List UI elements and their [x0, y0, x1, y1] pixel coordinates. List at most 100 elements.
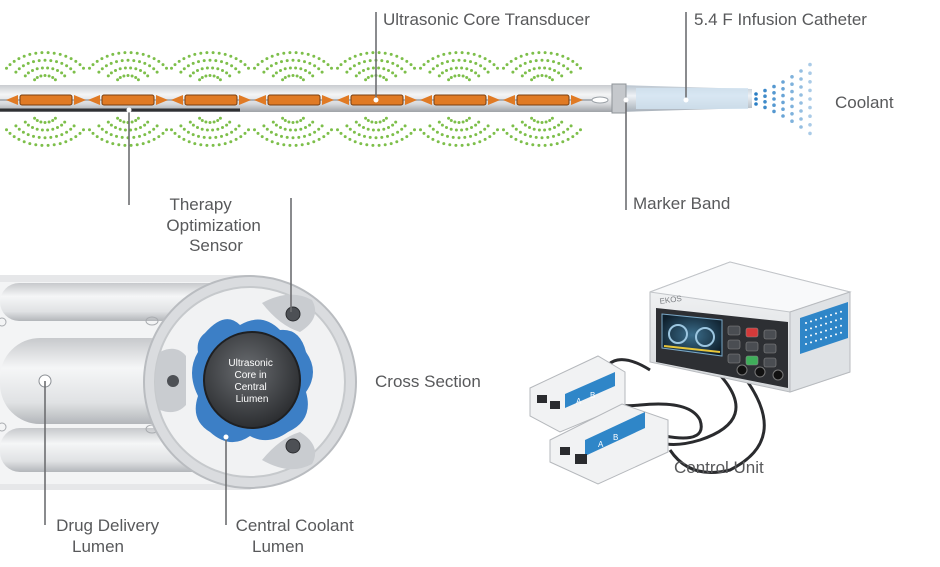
screen-bar [663, 345, 721, 353]
module-jack [550, 401, 560, 409]
ultrasound-waves [5, 51, 582, 147]
ultrasound-wave-icon [88, 116, 168, 147]
lower-side-lumen-port [285, 438, 301, 454]
connector-port [736, 364, 748, 376]
module-label-a: A [576, 397, 582, 406]
sensor-label-line: Therapy [169, 195, 232, 214]
core-label-line: Ultrasonic [228, 358, 272, 369]
panel-button [727, 325, 741, 336]
cross-section-label: Cross Section [375, 372, 481, 391]
panel-button [763, 329, 777, 340]
catheter-pointer [683, 97, 689, 103]
catheter-label: 5.4 F Infusion Catheter [694, 10, 867, 29]
vent-panel [800, 302, 848, 354]
ultrasound-wave-icon [502, 116, 582, 147]
screen-gauge [668, 324, 688, 344]
panel-button [727, 339, 741, 350]
transducer-arrow [322, 95, 334, 105]
coolant-channel [636, 88, 748, 109]
core-label-line: Core in [234, 370, 266, 381]
ultrasound-wave-icon [170, 51, 250, 82]
coolant-spray-icon [754, 62, 812, 136]
transducer-arrow [488, 95, 500, 105]
sensor-label: Therapy Optimization Sensor [166, 195, 265, 255]
sensor-pointer [126, 107, 132, 113]
core-label: Ultrasonic Core in Central Liumen [228, 358, 275, 405]
ultrasonic-core [203, 331, 301, 429]
ultrasound-wave-icon [88, 51, 168, 82]
connector-module: A B [529, 355, 626, 433]
marker-band-label: Marker Band [633, 194, 730, 213]
transducer-segment [19, 94, 73, 106]
module-label-b: B [613, 433, 618, 442]
transducer-pointer [373, 97, 379, 103]
sensor-lumen-port [285, 306, 301, 322]
transducer-arrow [254, 95, 266, 105]
module-panel [565, 372, 615, 408]
transducer-segment [267, 94, 321, 106]
cross-section-view: Ultrasonic Core in Central Liumen [0, 198, 357, 525]
module-jack [575, 454, 587, 464]
ultrasound-wave-icon [502, 51, 582, 82]
ultrasound-wave-icon [419, 51, 499, 82]
transducer-arrow [420, 95, 432, 105]
transducer-arrow [503, 95, 515, 105]
control-unit: EKOS A B A B [529, 261, 852, 485]
transducer-arrow [156, 95, 168, 105]
module-jack [537, 395, 547, 403]
transducer-segment [101, 94, 155, 106]
marker-band-pointer [623, 97, 629, 103]
surface-hole [0, 422, 7, 432]
transducer-label: Ultrasonic Core Transducer [383, 10, 590, 29]
ultrasound-wave-icon [336, 116, 416, 147]
panel-button [763, 343, 777, 354]
sensor-label-line: Sensor [189, 236, 243, 255]
drug-delivery-label-line: Lumen [72, 537, 124, 556]
panel-button [763, 357, 777, 368]
transducer-arrow [88, 95, 100, 105]
ultrasound-wave-icon [253, 51, 333, 82]
surface-hole [0, 317, 7, 327]
connector-port [754, 366, 766, 378]
central-coolant-label-line: Central Coolant [236, 516, 354, 535]
brand-logo: EKOS [659, 294, 682, 306]
transducer-segment [433, 94, 487, 106]
connector-module: A B [549, 403, 669, 485]
side-lumen-port [167, 375, 179, 387]
transducer-arrow [6, 95, 18, 105]
infusion-catheter [0, 83, 752, 114]
ultrasound-wave-icon [5, 51, 85, 82]
ultrasound-wave-icon [253, 116, 333, 147]
module-panel [585, 412, 645, 456]
ultrasound-wave-icon [5, 116, 85, 147]
ultrasound-wave-icon [419, 116, 499, 147]
transducer-arrow [171, 95, 183, 105]
transducer-arrow [337, 95, 349, 105]
panel-button [727, 353, 741, 364]
surface-hole [145, 316, 159, 326]
panel-button [745, 327, 759, 338]
drug-delivery-label-line: Drug Delivery [56, 516, 159, 535]
ultrasound-wave-icon [170, 116, 250, 147]
drug-delivery-label: Drug Delivery Lumen [56, 516, 164, 556]
module-label-a: A [598, 440, 604, 449]
coolant-label: Coolant [835, 93, 894, 112]
central-coolant-label: Central Coolant Lumen [236, 516, 359, 556]
transducer-arrow [74, 95, 86, 105]
transducer-elements [6, 94, 583, 106]
module-jack [560, 447, 570, 455]
transducer-segment [516, 94, 570, 106]
drug-delivery-lumen [0, 338, 190, 424]
ultrasound-wave-icon [336, 51, 416, 82]
module-label-b: B [590, 391, 595, 400]
transducer-arrow [571, 95, 583, 105]
cable [668, 377, 766, 474]
panel-button [745, 341, 759, 352]
screen-gauge [695, 327, 715, 347]
marker-band [611, 83, 627, 114]
transducer-arrow [239, 95, 251, 105]
sensor-label-line: Optimization [166, 216, 260, 235]
core-label-line: Central [234, 382, 266, 393]
transducer-segment [184, 94, 238, 106]
